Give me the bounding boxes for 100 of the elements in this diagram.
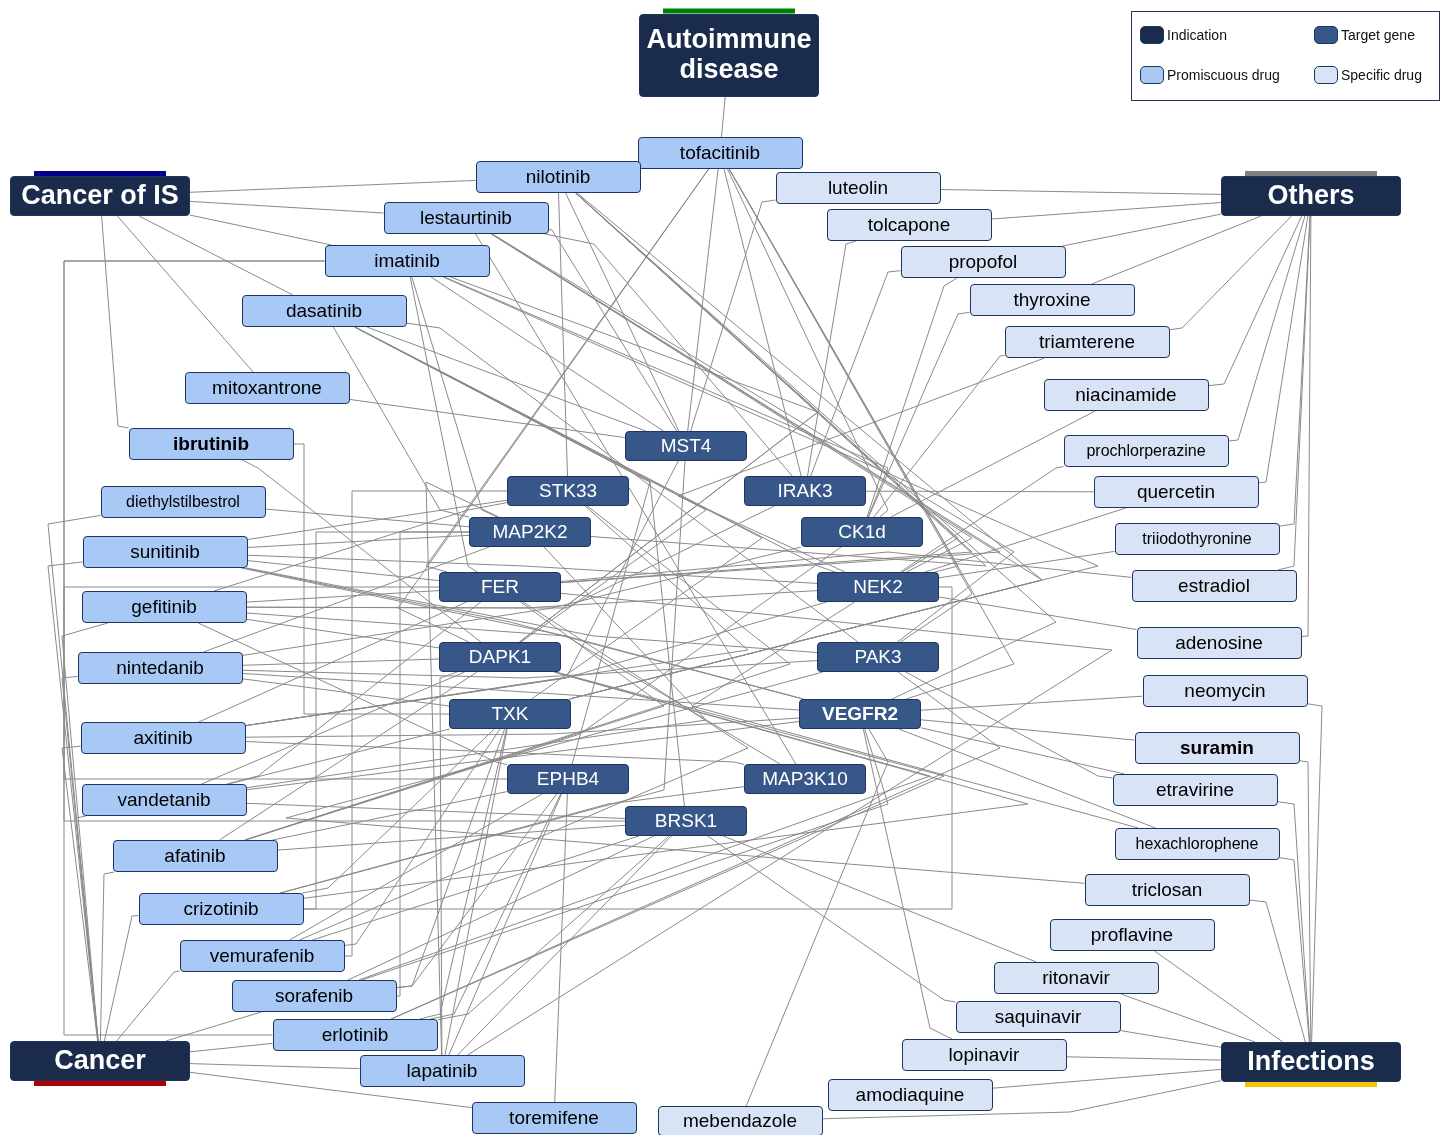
promiscuous-drug-box: imatinib (324, 245, 490, 277)
promiscuous-drug-box: nilotinib (475, 161, 641, 193)
connector-line (219, 671, 478, 841)
connector-line (991, 202, 1222, 220)
indication-box: Cancer of IS (10, 176, 190, 216)
connector-line (203, 546, 490, 653)
legend-label: Indication (1167, 27, 1227, 43)
connector-line (247, 554, 818, 584)
promiscuous-drug-box: vemurafenib (179, 940, 345, 972)
target-gene-box: FER (439, 572, 561, 602)
connector-line (822, 1080, 1222, 1120)
connector-line (116, 970, 180, 1042)
connector-line (548, 229, 678, 432)
connector-line (349, 398, 626, 439)
connector-line (245, 601, 828, 727)
target-gene-box: DAPK1 (439, 642, 561, 672)
connector-line (241, 459, 482, 643)
connector-line (411, 276, 498, 518)
connector-line (298, 601, 749, 941)
connector-line (189, 200, 384, 214)
legend-label: Specific drug (1341, 67, 1422, 83)
connector-line (189, 214, 332, 246)
connector-line (344, 728, 501, 946)
specific-drug-box: saquinavir (955, 1001, 1121, 1033)
connector-line (213, 502, 508, 592)
specific-drug-box: quercetin (1093, 476, 1259, 508)
connector-line (409, 276, 478, 573)
connector-line (302, 728, 495, 894)
connector-line (905, 671, 1113, 779)
specific-drug-box: thyroxine (969, 284, 1135, 316)
connector-line (707, 835, 956, 1003)
connector-line (1301, 215, 1312, 637)
promiscuous-drug-box: diethylstilbestrol (100, 486, 266, 518)
connector-line (865, 490, 1094, 493)
connector-line (938, 550, 1115, 579)
connector-line (245, 717, 800, 738)
connector-line (691, 601, 1139, 829)
connector-line (554, 793, 568, 1103)
connector-line (1208, 215, 1303, 387)
specific-drug-box: etravirine (1112, 774, 1278, 806)
connector-line (245, 505, 749, 727)
connector-line (442, 276, 1099, 700)
connector-line (1277, 215, 1311, 571)
connector-line (430, 276, 664, 432)
connector-line (242, 658, 440, 666)
connector-line (721, 96, 726, 138)
connector-line (246, 590, 440, 603)
target-gene-box: BRSK1 (625, 806, 747, 836)
connector-line (938, 596, 1137, 630)
connector-line (366, 326, 647, 432)
promiscuous-drug-box: toremifene (471, 1102, 637, 1134)
connector-line (1120, 993, 1256, 1043)
connector-line (920, 727, 1125, 775)
connector-line (920, 719, 1135, 741)
connector-line (1258, 215, 1309, 484)
connector-line (99, 871, 115, 1042)
connector-line (242, 672, 800, 711)
connector-line (406, 322, 859, 643)
target-gene-box: CK1d (801, 517, 923, 547)
connector-line (63, 586, 440, 1036)
connector-line (450, 276, 819, 643)
promiscuous-drug-box: crizotinib (138, 893, 304, 925)
connector-line (873, 354, 1005, 518)
specific-drug-box: propofol (900, 246, 1066, 278)
connector-line (723, 168, 802, 477)
connector-line (992, 1068, 1222, 1089)
connector-line (101, 215, 129, 429)
promiscuous-drug-box: sunitinib (82, 536, 248, 568)
connector-line (439, 671, 458, 1056)
connector-line (558, 192, 568, 477)
connector-line (677, 357, 1045, 573)
connector-line (226, 601, 482, 785)
connector-line (242, 678, 450, 707)
specific-drug-box: adenosine (1136, 627, 1302, 659)
connector-line (246, 567, 818, 653)
connector-line (920, 695, 1143, 711)
promiscuous-drug-box: axitinib (80, 722, 246, 754)
indication-box: Others (1221, 176, 1401, 216)
connector-line (862, 728, 953, 1040)
connector-line (358, 671, 931, 981)
connector-line (899, 466, 1064, 573)
connector-line (246, 590, 818, 609)
connector-line (189, 1063, 360, 1070)
specific-drug-box: mebendazole (657, 1106, 823, 1135)
connector-line (242, 546, 802, 656)
connector-line (311, 835, 640, 941)
specific-drug-box: triclosan (1084, 874, 1250, 906)
connector-line (197, 622, 508, 766)
target-gene-box: MST4 (625, 431, 747, 461)
connector-line (1169, 215, 1292, 331)
connector-line (242, 660, 818, 679)
promiscuous-drug-box: sorafenib (231, 980, 397, 1012)
specific-drug-box: tolcapone (826, 209, 992, 241)
connector-line (687, 168, 719, 432)
connector-line (560, 551, 1132, 582)
connector-line (246, 612, 804, 700)
indication-box: Infections (1221, 1042, 1401, 1082)
target-gene-box: MAP3K10 (744, 764, 866, 794)
connector-line (61, 622, 109, 1042)
specific-drug-box: triiodothyronine (1114, 523, 1280, 555)
